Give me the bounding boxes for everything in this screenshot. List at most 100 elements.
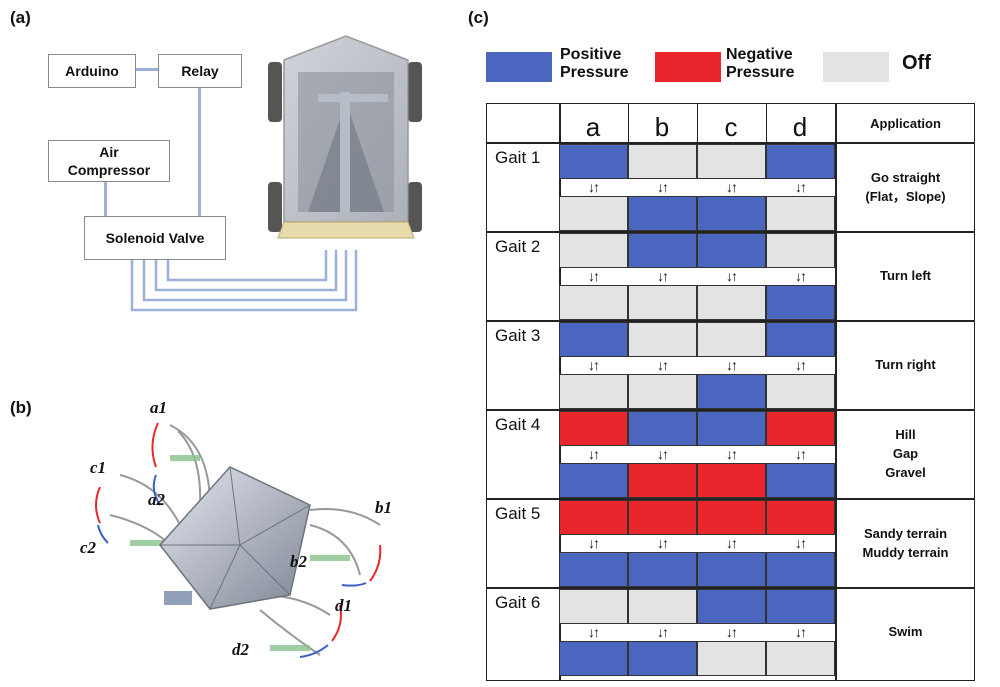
gait-state-bottom-b <box>628 196 697 231</box>
transition-arrows: ↓↑ <box>795 446 807 462</box>
gait-state-bottom-a <box>559 641 628 676</box>
gait-state-bottom-b <box>628 641 697 676</box>
air-tubes <box>130 250 358 312</box>
compressor-valve-line <box>104 180 107 216</box>
transition-arrows: ↓↑ <box>726 268 738 284</box>
gait-application: Swim <box>837 622 974 641</box>
gait-state-bottom-b <box>628 552 697 587</box>
relay-valve-line <box>198 88 201 216</box>
gait-state-top-d <box>766 144 835 179</box>
gait-state-top-c <box>697 589 766 624</box>
gait-state-bottom-a <box>559 463 628 498</box>
gait-state-bottom-c <box>697 641 766 676</box>
grid-line <box>487 231 974 233</box>
legend-positive-swatch <box>486 52 552 82</box>
gait-name: Gait 1 <box>495 148 541 167</box>
label-b1: b1 <box>375 498 392 517</box>
compressor-box: Air Compressor <box>48 140 170 182</box>
relay-box: Relay <box>158 54 242 88</box>
gait-state-top-c <box>697 411 766 446</box>
label-a1: a1 <box>150 398 167 417</box>
solenoid-valve-box: Solenoid Valve <box>84 216 226 260</box>
transition-arrows: ↓↑ <box>795 357 807 373</box>
transition-arrows: ↓↑ <box>726 624 738 640</box>
grid-line <box>766 104 767 142</box>
label-d1: d1 <box>335 596 352 615</box>
gait-state-top-a <box>559 322 628 357</box>
transition-arrows: ↓↑ <box>657 268 669 284</box>
transition-arrows: ↓↑ <box>588 535 600 551</box>
transition-arrows: ↓↑ <box>657 624 669 640</box>
application-line: Go straight <box>870 169 941 185</box>
transition-arrows: ↓↑ <box>726 446 738 462</box>
legend-negative-swatch <box>655 52 721 82</box>
arduino-relay-line <box>136 68 158 71</box>
gait-state-bottom-a <box>559 196 628 231</box>
gait-state-top-c <box>697 322 766 357</box>
gait-state-bottom-c <box>697 285 766 320</box>
panel-a-label: (a) <box>10 8 31 27</box>
transition-arrows: ↓↑ <box>795 535 807 551</box>
gait-application: Go straight(Flat，Slope) <box>837 168 974 206</box>
gait-state-bottom-c <box>697 196 766 231</box>
transition-arrows: ↓↑ <box>588 357 600 373</box>
gait-state-bottom-c <box>697 463 766 498</box>
robot-body-render <box>268 35 422 239</box>
gait-state-top-b <box>628 589 697 624</box>
gait-state-top-b <box>628 500 697 535</box>
grid-line <box>487 498 974 500</box>
gait-state-bottom-a <box>559 285 628 320</box>
legend-positive-label: Positive Pressure <box>560 46 629 81</box>
gait-state-top-d <box>766 589 835 624</box>
robot-illustration <box>95 422 382 658</box>
gait-application: Turn right <box>837 355 974 374</box>
grid-line <box>697 104 698 142</box>
label-a2: a2 <box>148 490 165 509</box>
gait-name: Gait 6 <box>495 593 541 612</box>
transition-arrows: ↓↑ <box>588 179 600 195</box>
gait-name: Gait 3 <box>495 326 541 345</box>
label-b2: b2 <box>290 552 307 571</box>
application-header: Application <box>870 116 941 131</box>
gait-state-bottom-b <box>628 463 697 498</box>
transition-arrows: ↓↑ <box>795 624 807 640</box>
application-line: Muddy terrain <box>862 544 949 560</box>
gait-state-top-c <box>697 144 766 179</box>
application-line: Hill <box>895 427 916 442</box>
gait-state-top-d <box>766 233 835 268</box>
gait-state-bottom-d <box>766 196 835 231</box>
application-line: Gap <box>892 446 919 461</box>
transition-arrows: ↓↑ <box>726 357 738 373</box>
grid-line <box>628 104 629 142</box>
gait-state-bottom-d <box>766 463 835 498</box>
gait-state-bottom-b <box>628 374 697 409</box>
grid-line <box>487 142 974 144</box>
column-header-c: c <box>724 112 738 142</box>
gait-state-top-b <box>628 411 697 446</box>
gait-state-bottom-c <box>697 374 766 409</box>
transition-arrows: ↓↑ <box>588 446 600 462</box>
gait-state-top-b <box>628 144 697 179</box>
gait-state-bottom-d <box>766 552 835 587</box>
label-c1: c1 <box>90 458 107 477</box>
column-header-d: d <box>792 112 808 142</box>
gait-state-top-d <box>766 500 835 535</box>
gait-state-top-c <box>697 500 766 535</box>
gait-name: Gait 5 <box>495 504 541 523</box>
legend-off-label: Off <box>902 52 931 74</box>
application-line: Swim <box>888 624 923 639</box>
application-line: Turn left <box>879 268 932 283</box>
gait-state-top-a <box>559 233 628 268</box>
legend-off-swatch <box>823 52 889 82</box>
panel-c-label: (c) <box>468 8 489 27</box>
label-d2: d2 <box>232 640 249 659</box>
grid-line <box>487 587 974 589</box>
gait-state-top-a <box>559 589 628 624</box>
gait-state-bottom-d <box>766 641 835 676</box>
application-line: Sandy terrain <box>863 525 948 541</box>
transition-arrows: ↓↑ <box>657 446 669 462</box>
gait-state-bottom-a <box>559 552 628 587</box>
transition-arrows: ↓↑ <box>726 535 738 551</box>
transition-arrows: ↓↑ <box>657 535 669 551</box>
